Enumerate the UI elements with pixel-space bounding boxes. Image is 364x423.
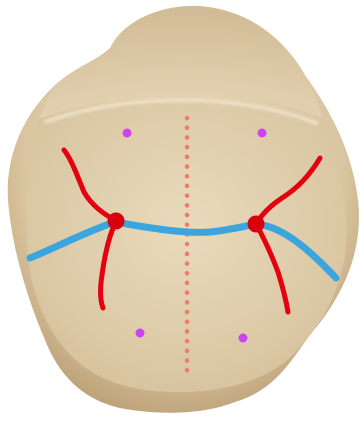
cusp-tip-upper-left (123, 129, 132, 138)
cusp-tip-lower-right (239, 334, 248, 343)
cusp-tip-upper-right (258, 129, 267, 138)
cusp-tip-lower-left (136, 329, 145, 338)
left-contact-point (108, 213, 125, 230)
right-contact-point (248, 216, 265, 233)
